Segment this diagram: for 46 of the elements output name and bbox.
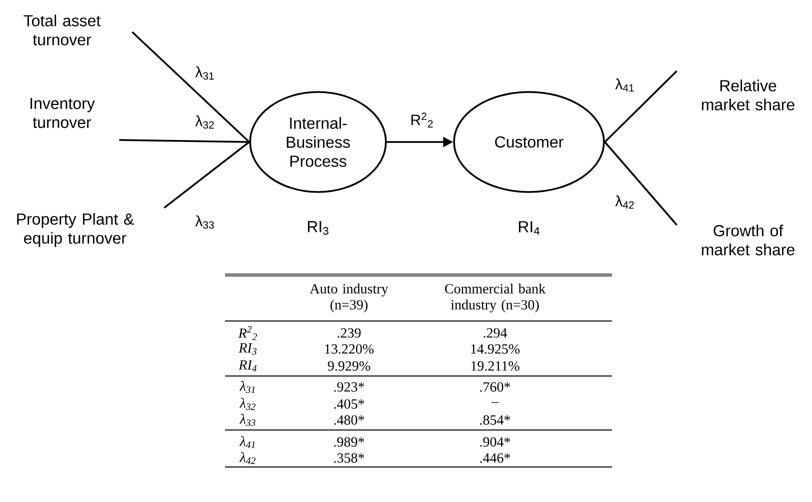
table-cell: .989* <box>334 437 364 447</box>
table-cell: 13.220% <box>325 344 374 354</box>
edge-label: R$^{2}$2 <box>409 112 435 128</box>
table-cell: .760* <box>480 382 510 392</box>
node-label: Relative market share <box>702 80 794 110</box>
reliability-label: RI$_{3}$ <box>308 221 328 235</box>
table-cell: .480* <box>334 415 364 425</box>
table-cell: .239 <box>338 328 361 338</box>
edge-label: λ$_{33}$ <box>194 214 216 230</box>
table-cell: RI$_{4}$ <box>238 360 257 372</box>
table-cell: 14.925% <box>471 344 520 354</box>
table-cell: 19.211% <box>471 361 520 371</box>
node-label: Total asset turnover <box>24 14 101 46</box>
edge-label: λ$_{31}$ <box>194 65 216 81</box>
connector-line <box>132 31 250 143</box>
node-label: Growth of market share <box>702 224 794 256</box>
connector-line <box>164 141 250 209</box>
column-header: Commercial bank industry (n=30) <box>445 284 546 312</box>
table-cell: .446* <box>480 453 510 463</box>
table-cell: λ$_{41}$ <box>239 436 255 448</box>
table-cell: .854* <box>480 415 510 425</box>
table-cell: R$^{2}$2 <box>238 326 257 340</box>
ellipse-node: Internal-Business Process <box>249 91 387 193</box>
column-header: Auto industry (n=39) <box>310 284 388 312</box>
table-cell: λ$_{33}$ <box>239 414 256 426</box>
table-cell: .405* <box>334 399 364 409</box>
ellipse-node: Customer <box>453 91 605 193</box>
table-cell: RI$_{3}$ <box>238 343 256 355</box>
connector-line <box>604 70 678 143</box>
table-cell: λ$_{31}$ <box>239 380 255 394</box>
node-label: Property Plant & equip turnover <box>17 213 134 247</box>
table-cell: .923* <box>334 382 364 392</box>
edge-label: λ$_{41}$ <box>614 77 636 93</box>
table-cell: λ$_{32}$ <box>239 398 256 410</box>
edge-label: λ$_{42}$ <box>614 194 636 210</box>
table-cell: 9.929% <box>328 361 370 371</box>
reliability-label: RI$_{4}$ <box>518 221 540 235</box>
node-label: Inventory turnover <box>30 98 95 128</box>
connector-line <box>604 141 678 226</box>
table-cell: .294 <box>484 328 508 338</box>
table-cell: .358* <box>334 453 364 463</box>
table-cell: – <box>491 402 499 403</box>
table-cell: λ$_{42}$ <box>239 452 256 464</box>
connector-line <box>119 139 250 143</box>
table-cell: .904* <box>480 437 510 447</box>
edge-label: λ$_{32}$ <box>194 114 216 130</box>
